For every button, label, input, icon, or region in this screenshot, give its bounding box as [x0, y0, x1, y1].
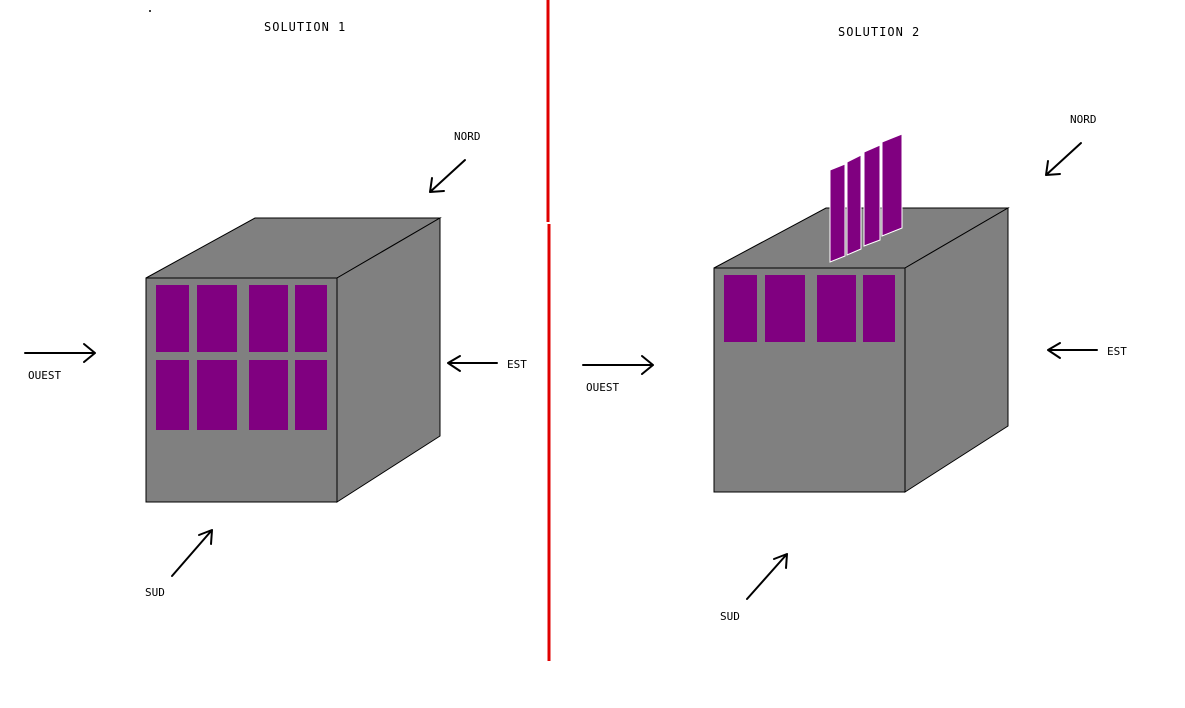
- solution-2-west-label: OUEST: [586, 381, 619, 394]
- solution-1-south-arrow: [171, 529, 213, 577]
- solution-1-panel-r1c1: [156, 285, 189, 352]
- solution-2-east-arrow: [1047, 342, 1098, 359]
- stray-dot: [149, 10, 151, 12]
- solution-2-panel-3: [817, 275, 856, 342]
- solution-1-north-arrow: [429, 159, 466, 193]
- solution-1-panel: SOLUTION 1 NORD EST: [24, 20, 527, 599]
- center-divider: [546, 0, 551, 661]
- solution-2-south-arrow: [746, 553, 788, 600]
- solution-1-east-label: EST: [507, 358, 527, 371]
- solution-1-north-label: NORD: [454, 130, 481, 143]
- solution-2-roof-panel-4: [881, 133, 903, 237]
- solution-2-roof-panel-2: [846, 154, 862, 256]
- solution-2-north-arrow: [1045, 142, 1082, 176]
- solution-2-east-label: EST: [1107, 345, 1127, 358]
- solution-2-panel-2: [765, 275, 805, 342]
- solution-1-panels: [156, 285, 327, 430]
- solution-2-south-label: SUD: [720, 610, 740, 623]
- solution-1-panel-r2c3: [249, 360, 288, 430]
- solution-2-west-arrow: [582, 355, 654, 375]
- solution-1-west-arrow: [24, 343, 96, 363]
- solution-1-panel-r1c2: [197, 285, 237, 352]
- solution-1-panel-r2c2: [197, 360, 237, 430]
- solution-2-panel: SOLUTION 2 NORD EST: [582, 25, 1127, 623]
- solution-2-roof-panel-3: [863, 144, 881, 247]
- solution-1-south-label: SUD: [145, 586, 165, 599]
- solution-1-panel-r2c4: [295, 360, 327, 430]
- solution-2-roof-panels: [829, 133, 903, 263]
- solution-2-panel-1: [724, 275, 757, 342]
- solution-1-east-arrow: [447, 355, 498, 372]
- solution-2-facade-panels: [724, 275, 895, 342]
- solution-1-west-label: OUEST: [28, 369, 61, 382]
- solution-2-north-label: NORD: [1070, 113, 1097, 126]
- solution-1-panel-r1c3: [249, 285, 288, 352]
- solution-2-panel-4: [863, 275, 895, 342]
- solution-1-panel-r2c1: [156, 360, 189, 430]
- solution-1-panel-r1c4: [295, 285, 327, 352]
- solution-1-title: SOLUTION 1: [264, 20, 346, 34]
- solution-2-roof-panel-1: [829, 163, 846, 263]
- solution-2-title: SOLUTION 2: [838, 25, 920, 39]
